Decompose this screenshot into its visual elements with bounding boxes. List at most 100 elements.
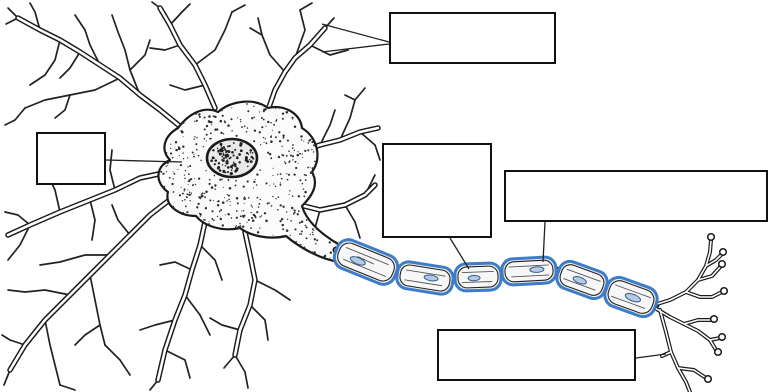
cytoplasm-granule	[239, 225, 241, 227]
cytoplasm-granule	[214, 128, 217, 131]
cytoplasm-granule	[193, 138, 194, 139]
synaptic-terminal-bouton	[721, 288, 728, 295]
cytoplasm-granule	[264, 142, 265, 143]
cytoplasm-granule	[329, 241, 331, 243]
cytoplasm-granule	[278, 156, 280, 158]
cytoplasm-granule	[272, 130, 273, 131]
cytoplasm-granule	[301, 221, 303, 223]
cytoplasm-granule	[180, 164, 182, 166]
cytoplasm-granule	[162, 173, 164, 175]
chromatin-granule	[219, 149, 222, 152]
cytoplasm-granule	[282, 228, 284, 230]
cytoplasm-granule	[182, 136, 183, 137]
cytoplasm-granule	[258, 103, 260, 105]
chromatin-granule	[235, 169, 238, 172]
chromatin-granule	[220, 153, 222, 155]
cytoplasm-granule	[259, 227, 260, 228]
cytoplasm-granule	[206, 125, 208, 127]
cytoplasm-granule	[170, 152, 172, 154]
cytoplasm-granule	[194, 121, 195, 122]
cytoplasm-granule	[169, 177, 171, 179]
cytoplasm-granule	[248, 197, 250, 199]
cytoplasm-granule	[219, 179, 221, 181]
chromatin-granule	[245, 156, 248, 159]
cytoplasm-granule	[206, 140, 207, 141]
cytoplasm-granule	[250, 227, 252, 229]
cytoplasm-granule	[304, 246, 306, 248]
cytoplasm-granule	[186, 193, 188, 195]
cytoplasm-granule	[236, 197, 239, 200]
chromatin-granule	[227, 171, 229, 173]
cytoplasm-granule	[302, 153, 303, 154]
myelin-segment-inner	[505, 260, 554, 282]
cytoplasm-granule	[230, 201, 231, 202]
cytoplasm-granule	[188, 194, 190, 196]
cytoplasm-granule	[287, 140, 289, 142]
cytoplasm-granule	[227, 213, 229, 215]
cytoplasm-granule	[316, 152, 318, 154]
cytoplasm-granule	[286, 211, 287, 212]
schwann-cell-nucleus	[468, 275, 480, 281]
cytoplasm-granule	[282, 206, 284, 208]
cytoplasm-granule	[311, 251, 313, 253]
chromatin-granule	[227, 153, 229, 155]
chromatin-granule	[222, 164, 223, 165]
cytoplasm-granule	[184, 191, 185, 192]
cytoplasm-granule	[294, 150, 295, 151]
cytoplasm-granule	[297, 213, 299, 215]
cytoplasm-granule	[250, 212, 251, 213]
cytoplasm-granule	[197, 203, 199, 205]
chromatin-granule	[239, 144, 242, 147]
cytoplasm-granule	[312, 167, 314, 169]
cytoplasm-granule	[196, 120, 198, 122]
cytoplasm-granule	[182, 193, 184, 195]
cytoplasm-granule	[181, 187, 182, 188]
cytoplasm-granule	[293, 173, 295, 175]
cytoplasm-granule	[209, 199, 211, 201]
cytoplasm-granule	[184, 188, 186, 190]
cytoplasm-granule	[188, 173, 190, 175]
cytoplasm-granule	[231, 217, 233, 219]
synaptic-terminal-bouton	[719, 334, 726, 341]
dendrite-branch	[235, 355, 248, 388]
cytoplasm-granule	[203, 146, 204, 147]
cytoplasm-granule	[311, 141, 313, 143]
cytoplasm-granule	[167, 165, 168, 166]
cytoplasm-granule	[267, 236, 268, 237]
dendrite-branch	[90, 200, 95, 240]
cytoplasm-granule	[294, 211, 296, 213]
myelin-sheath-segment	[601, 274, 660, 320]
cytoplasm-granule	[253, 188, 254, 189]
chromatin-granule	[234, 149, 236, 151]
cytoplasm-granule	[179, 155, 180, 156]
synaptic-terminal-bouton	[711, 316, 718, 323]
cell-body-label-box	[36, 132, 106, 185]
cytoplasm-granule	[173, 171, 174, 172]
chromatin-granule	[223, 157, 225, 159]
cytoplasm-granule	[166, 171, 167, 172]
dendrite-branch	[185, 295, 210, 335]
chromatin-granule	[230, 172, 233, 175]
dendrite-branch	[300, 3, 312, 10]
cytoplasm-granule	[258, 206, 260, 208]
cytoplasm-granule	[269, 185, 270, 186]
cytoplasm-granule	[314, 238, 316, 240]
cytoplasm-granule	[221, 110, 222, 111]
chromatin-granule	[225, 152, 227, 154]
cytoplasm-granule	[178, 146, 180, 148]
chromatin-granule	[250, 160, 251, 161]
cytoplasm-granule	[194, 154, 195, 155]
cytoplasm-granule	[241, 211, 242, 212]
cytoplasm-granule	[283, 137, 285, 139]
cytoplasm-granule	[165, 166, 166, 167]
synaptic-terminal-bouton	[708, 234, 715, 241]
dendrite-branch	[55, 95, 70, 118]
cytoplasm-granule	[227, 124, 230, 127]
cytoplasm-granule	[285, 162, 287, 164]
axon-terminals	[654, 234, 727, 392]
chromatin-granule	[226, 163, 228, 165]
cytoplasm-granule	[185, 206, 187, 208]
cytoplasm-granule	[307, 167, 309, 169]
cytoplasm-granule	[208, 223, 210, 225]
chromatin-granule	[250, 152, 251, 153]
